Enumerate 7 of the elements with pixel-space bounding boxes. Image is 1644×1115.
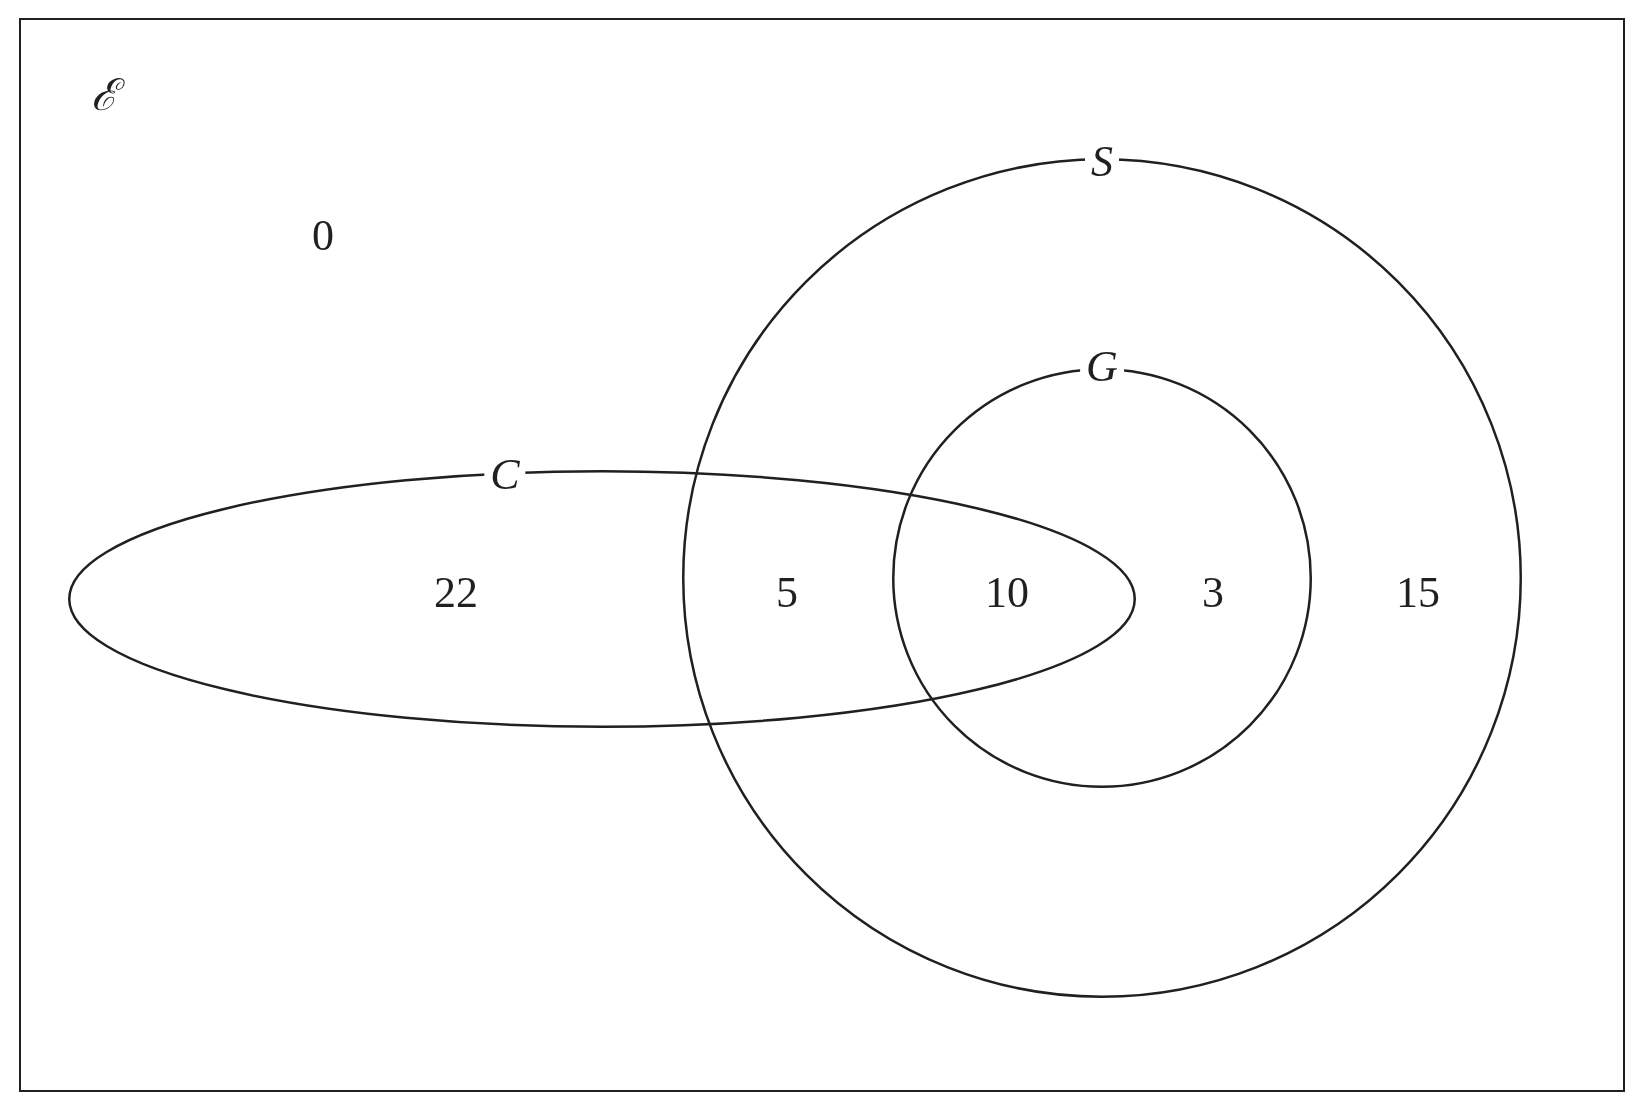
region-count: 0 <box>312 214 334 258</box>
region-count: 15 <box>1396 571 1440 615</box>
region-count: 5 <box>776 571 798 615</box>
region-count: 3 <box>1202 571 1224 615</box>
region-count: 10 <box>985 571 1029 615</box>
universal-set-box <box>19 18 1625 1092</box>
region-count: 22 <box>434 571 478 615</box>
